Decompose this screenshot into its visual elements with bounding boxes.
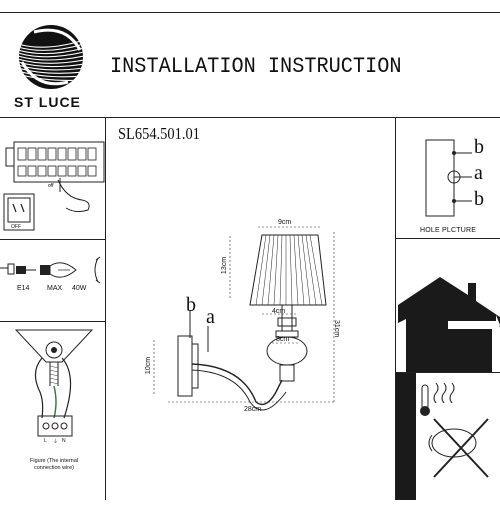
- terminal-block-icon: [3, 141, 105, 231]
- indoor-panel: [396, 239, 500, 372]
- label-a: a: [206, 306, 215, 328]
- dim-stem-width: 4cm: [272, 308, 286, 315]
- wiring-panel: L ⏚ N Figure (The internal connection wi…: [0, 322, 105, 500]
- model-number: SL654.501.01: [118, 124, 200, 143]
- header-rule: [0, 117, 500, 118]
- wiring-diagram-icon: [14, 329, 94, 437]
- top-rule: [0, 12, 500, 13]
- wall-lamp-icon: [153, 226, 335, 411]
- label-b: b: [186, 294, 196, 316]
- socket-type: E14: [17, 285, 30, 292]
- dim-back-height: 10cm: [145, 356, 153, 375]
- right-divider-1: [395, 238, 500, 239]
- terminal-off-label: off: [48, 183, 54, 189]
- terminal-live: L: [44, 438, 47, 444]
- dim-shade-width: 9cm: [278, 219, 292, 226]
- brand-name: ST LUCE: [14, 94, 81, 110]
- dim-shade-height: 13cm: [221, 256, 229, 275]
- switch-off-label: OFF: [11, 224, 21, 230]
- dim-total-height: 31cm: [333, 319, 341, 338]
- left-divider-2: [0, 321, 105, 322]
- swirl-logo-icon: [19, 25, 83, 89]
- wiring-caption: Figure (The internal connection wire): [30, 458, 78, 471]
- right-column-divider: [395, 118, 396, 500]
- terminal-block-panel: off OFF: [0, 118, 105, 239]
- hole-label-middle: a: [474, 162, 483, 184]
- terminal-ground: ⏚: [53, 439, 59, 445]
- hole-label-top: b: [474, 136, 484, 158]
- max-label: MAX: [47, 285, 63, 292]
- heat-warning-icon: [420, 382, 489, 478]
- dim-depth: 28cm: [244, 406, 262, 413]
- hole-panel: b a b: [396, 118, 500, 238]
- left-column-divider: [105, 118, 106, 500]
- left-divider-1: [0, 239, 105, 240]
- bulb-panel: E14 MAX 40W: [0, 240, 105, 321]
- bulb-icon: [0, 256, 101, 284]
- page-title: INSTALLATION INSTRUCTION: [110, 54, 402, 79]
- hole-caption: HOLE PLCTURE: [420, 227, 477, 234]
- wattage: 40W: [72, 285, 87, 292]
- house-indoor-icon: [398, 277, 500, 372]
- lamp-drawing: 9cm 13cm 4cm 8cm 31cm 10cm 28cm b a: [106, 140, 394, 500]
- right-divider-2: [395, 372, 500, 373]
- mounting-plate-icon: [425, 139, 472, 217]
- terminal-neutral: N: [62, 438, 66, 444]
- hole-label-bottom: b: [474, 188, 484, 210]
- dim-body-width: 8cm: [276, 336, 290, 343]
- brand-logo: [16, 22, 86, 92]
- warning-panel: [396, 373, 500, 500]
